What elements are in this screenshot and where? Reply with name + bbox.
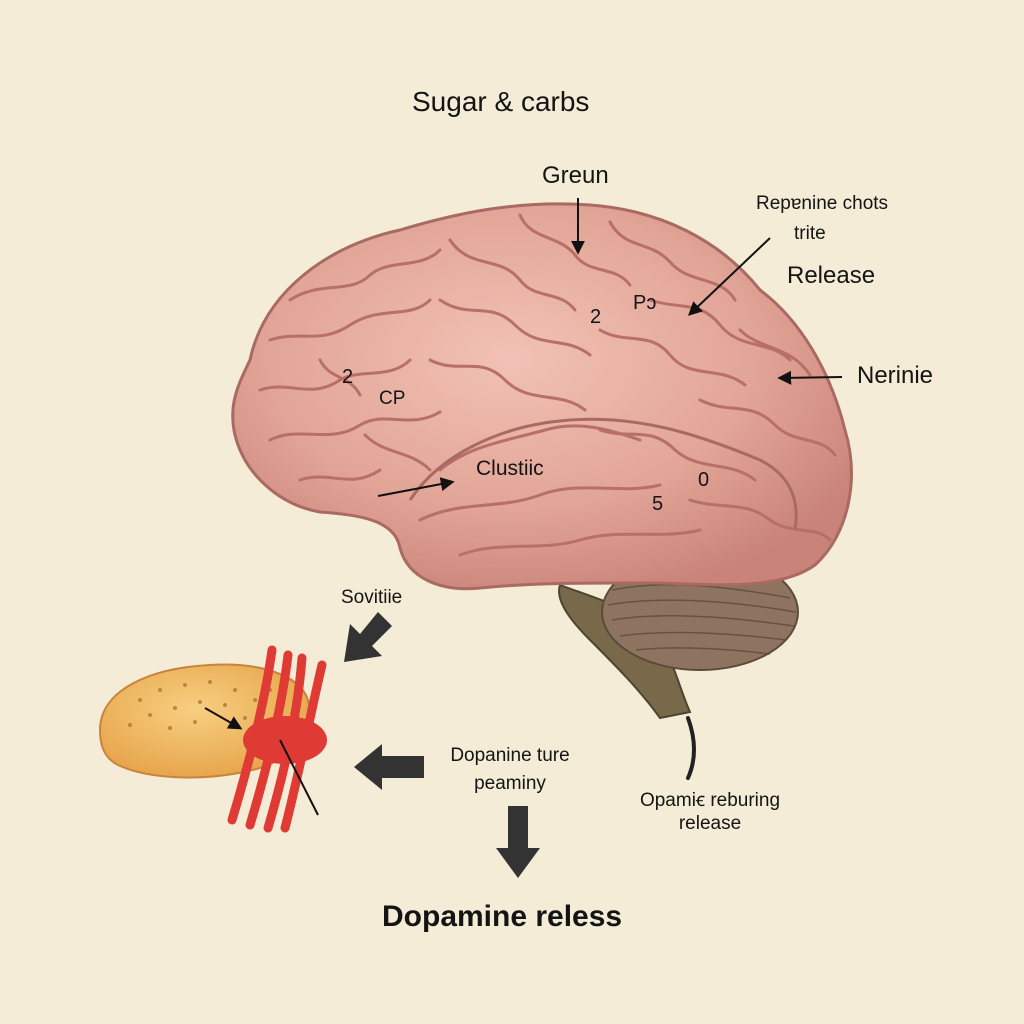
label-num-2-left: 2: [342, 366, 354, 388]
arrow-clustiic: [377, 477, 455, 497]
label-repnine-line2: trite: [794, 223, 826, 244]
temporal-lobe: [408, 417, 798, 531]
label-clustiic: Clustiic: [476, 457, 544, 480]
label-repnine-line1: Repɐnine chots: [756, 193, 889, 214]
nerve-line: [279, 739, 319, 816]
label-cp: CP: [379, 388, 406, 409]
label-p: Pↄ: [633, 292, 657, 314]
label-release: Release: [787, 262, 876, 289]
nerve-knot: [243, 716, 327, 764]
label-greun: Greun: [542, 162, 609, 189]
label-opamie-line2: release: [678, 813, 742, 834]
label-dopamine-ture-line1: Dopanine ture: [450, 745, 570, 766]
label-sovitiie: Sovitiie: [341, 587, 403, 608]
title-sugar-carbs: Sugar & carbs: [412, 86, 590, 117]
label-num-5: 5: [652, 493, 664, 515]
title-dopamine-reless: Dopamine reless: [382, 900, 623, 933]
arrow-sovitiie: [344, 612, 392, 662]
nerve-pointer: [204, 707, 243, 730]
arrow-left-dopamine: [354, 744, 424, 790]
label-num-0: 0: [698, 469, 710, 491]
arrow-nerinie: [777, 370, 843, 385]
brain-folds: [258, 213, 837, 557]
arrow-repnine: [687, 237, 771, 316]
arrow-down-release: [496, 806, 540, 878]
label-opamie-line1: Opamiꞓ reburing: [639, 790, 781, 811]
curve-opamie: [686, 716, 696, 780]
label-dopamine-ture-line2: peaminy: [474, 773, 546, 794]
label-nerinie: Nerinie: [857, 362, 934, 389]
label-num-2-center: 2: [590, 306, 602, 328]
